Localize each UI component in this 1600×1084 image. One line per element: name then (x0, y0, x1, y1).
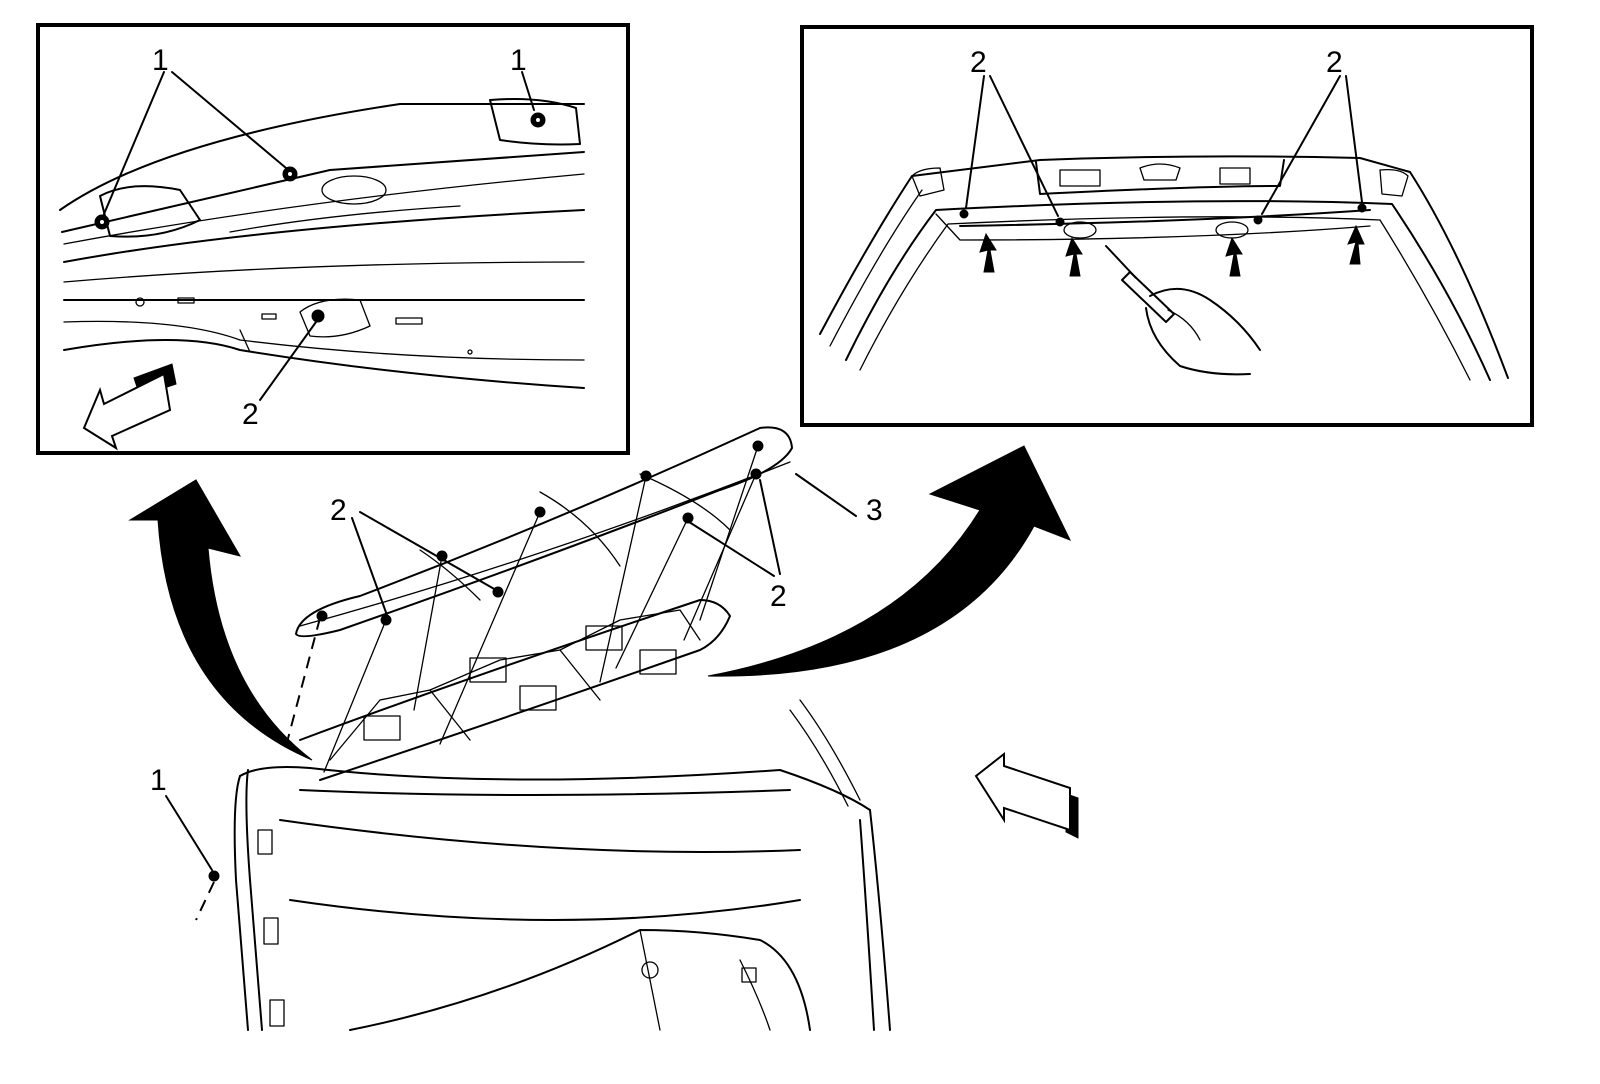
callout-2-main-left: 2 (330, 494, 347, 527)
callout-1-main: 1 (150, 764, 167, 797)
clip-arrow-icon (1065, 236, 1083, 277)
fastener-nut (208, 870, 220, 882)
callout-2-main-right: 2 (770, 580, 787, 613)
callout-2-inset-right-b: 2 (1326, 46, 1343, 79)
inset-right-drawing (819, 155, 1509, 381)
roof-mount-area (285, 445, 759, 781)
callout-2-inset-right-a: 2 (970, 46, 987, 79)
callout-1-inset-left-b: 1 (510, 44, 527, 77)
clip-location-arrows (979, 224, 1365, 277)
inset-left-drawing (59, 98, 585, 389)
rear-spoiler (295, 426, 793, 638)
vehicle-body (233, 699, 891, 1031)
callout-2-inset-left: 2 (242, 398, 259, 431)
clip-arrow-icon (979, 232, 997, 273)
clip-arrow-icon (1347, 224, 1365, 265)
inset-right-detail: 2 2 (800, 25, 1534, 427)
clip-arrow-icon (1225, 236, 1243, 277)
curved-arrow-left-icon (128, 479, 313, 761)
main-view: 2 2 3 1 (128, 426, 1079, 1031)
callout-3: 3 (866, 494, 883, 527)
inset-left-detail: 1 1 2 (36, 23, 630, 455)
forward-direction-arrow-icon (82, 363, 177, 451)
view-direction-arrow-icon (974, 751, 1079, 839)
curved-arrow-right-icon (707, 445, 1072, 677)
callout-1-inset-left-a: 1 (152, 44, 169, 77)
